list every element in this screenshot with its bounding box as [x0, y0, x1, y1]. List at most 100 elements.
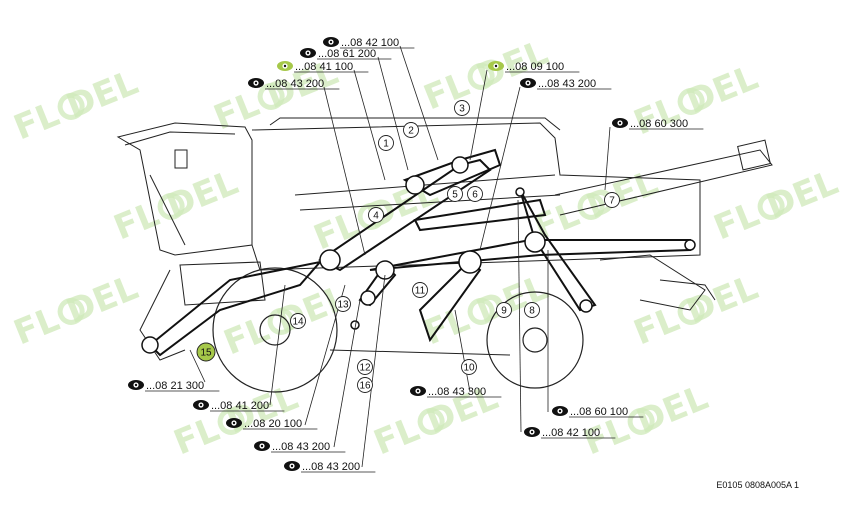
callout-r5[interactable]: ...08 09 100	[488, 61, 580, 73]
callout-r13[interactable]: ...08 43 300	[410, 386, 502, 398]
eye-icon	[226, 418, 242, 428]
callout-number-3[interactable]: 3	[454, 100, 470, 116]
callout-number-15[interactable]: 15	[196, 342, 216, 362]
grain-tank-top	[269, 117, 561, 131]
pulleys	[141, 156, 696, 354]
body-outline	[251, 122, 701, 271]
callout-code: ...08 41 200	[211, 400, 269, 412]
leader-lines	[189, 45, 611, 468]
callout-number-10[interactable]: 10	[461, 359, 477, 375]
callout-code: ...08 42 100	[542, 427, 600, 439]
pulley	[515, 187, 525, 197]
callout-number-13[interactable]: 13	[335, 296, 351, 312]
pulley	[451, 156, 469, 174]
eye-icon	[552, 406, 568, 416]
callout-number-1[interactable]: 1	[378, 135, 394, 151]
eye-icon	[323, 37, 339, 47]
callout-number-2[interactable]: 2	[403, 122, 419, 138]
watermark-logo: FL DEL	[108, 163, 243, 249]
auger-spout	[737, 139, 771, 171]
callout-r10[interactable]: ...08 20 100	[226, 418, 318, 430]
number-label: 4	[373, 211, 379, 222]
leader-r7	[604, 126, 611, 191]
callout-code: ...08 21 300	[146, 380, 204, 392]
callout-code: ...08 09 100	[506, 61, 564, 73]
eye-icon	[248, 78, 264, 88]
callout-number-12[interactable]: 12	[357, 359, 373, 375]
callout-r11[interactable]: ...08 43 200	[254, 441, 346, 453]
callout-r14[interactable]: ...08 60 100	[552, 406, 644, 418]
svg-text:FL DEL: FL DEL	[8, 268, 143, 354]
leader-r13	[454, 309, 471, 393]
callout-r1[interactable]: ...08 42 100	[323, 37, 415, 49]
leader-r6	[479, 86, 521, 251]
callout-layer: ...08 42 100...08 61 200...08 41 100...0…	[128, 37, 704, 473]
belt-top-pulleys	[402, 148, 502, 197]
eye-icon	[277, 61, 293, 71]
number-label: 6	[472, 190, 478, 201]
callout-code: ...08 42 100	[341, 37, 399, 49]
callout-r8[interactable]: ...08 21 300	[128, 380, 220, 392]
callout-number-4[interactable]: 4	[368, 207, 384, 223]
body-line-a	[294, 174, 556, 196]
belt-lower-mid	[418, 258, 482, 343]
cab-roof-line	[124, 131, 236, 146]
pulley	[141, 336, 159, 354]
number-label: 8	[529, 306, 535, 317]
pulley	[405, 175, 425, 195]
callout-code: ...08 20 100	[244, 418, 302, 430]
callout-code: ...08 60 100	[570, 406, 628, 418]
callout-r6[interactable]: ...08 43 200	[520, 78, 612, 90]
callout-code: ...08 61 200	[318, 48, 376, 60]
callout-r4[interactable]: ...08 43 200	[248, 78, 340, 90]
front-wheel-hub	[259, 314, 291, 346]
watermark-logo: FL DEL	[8, 268, 143, 354]
callout-r12[interactable]: ...08 43 200	[284, 461, 376, 473]
callout-r7[interactable]: ...08 60 300	[612, 118, 704, 130]
machine-outline	[116, 117, 773, 361]
leader-r11	[333, 299, 361, 448]
callout-number-9[interactable]: 9	[496, 302, 512, 318]
number-label: 14	[292, 317, 304, 328]
footer-code: E0105 0808A005A 1	[716, 480, 799, 490]
belt-header-drive	[148, 260, 323, 357]
rear-wheel	[486, 291, 584, 389]
leader-r12	[361, 274, 386, 468]
eye-icon	[128, 380, 144, 390]
chassis-line	[329, 349, 511, 356]
pulley	[684, 239, 696, 251]
callout-number-7[interactable]: 7	[604, 192, 620, 208]
callout-code: ...08 41 100	[295, 61, 353, 73]
eye-icon	[410, 386, 426, 396]
svg-text:FL DEL: FL DEL	[578, 378, 713, 464]
eye-icon	[612, 118, 628, 128]
number-label: 10	[463, 363, 475, 374]
callout-r15[interactable]: ...08 42 100	[524, 427, 616, 439]
eye-icon	[300, 48, 316, 58]
pulley	[319, 249, 341, 271]
mirror	[174, 149, 188, 169]
leader-r5	[469, 69, 488, 161]
eye-icon	[524, 427, 540, 437]
callout-number-16[interactable]: 16	[357, 377, 373, 393]
callout-number-6[interactable]: 6	[467, 186, 483, 202]
callout-r3[interactable]: ...08 41 100	[277, 61, 369, 73]
feeder-house	[179, 261, 266, 306]
pulley	[375, 260, 395, 280]
leader-r4	[323, 86, 366, 256]
callout-r9[interactable]: ...08 41 200	[193, 400, 285, 412]
pulley	[360, 290, 376, 306]
callout-number-5[interactable]: 5	[447, 186, 463, 202]
number-label: 15	[200, 348, 212, 359]
callout-number-8[interactable]: 8	[524, 302, 540, 318]
number-label: 1	[383, 139, 389, 150]
callout-r2[interactable]: ...08 61 200	[300, 48, 392, 60]
callout-number-11[interactable]: 11	[412, 282, 428, 298]
number-label: 12	[359, 363, 371, 374]
svg-text:FL DEL: FL DEL	[108, 163, 243, 249]
number-label: 5	[452, 190, 458, 201]
callout-number-14[interactable]: 14	[290, 313, 306, 329]
pulley	[579, 299, 593, 313]
